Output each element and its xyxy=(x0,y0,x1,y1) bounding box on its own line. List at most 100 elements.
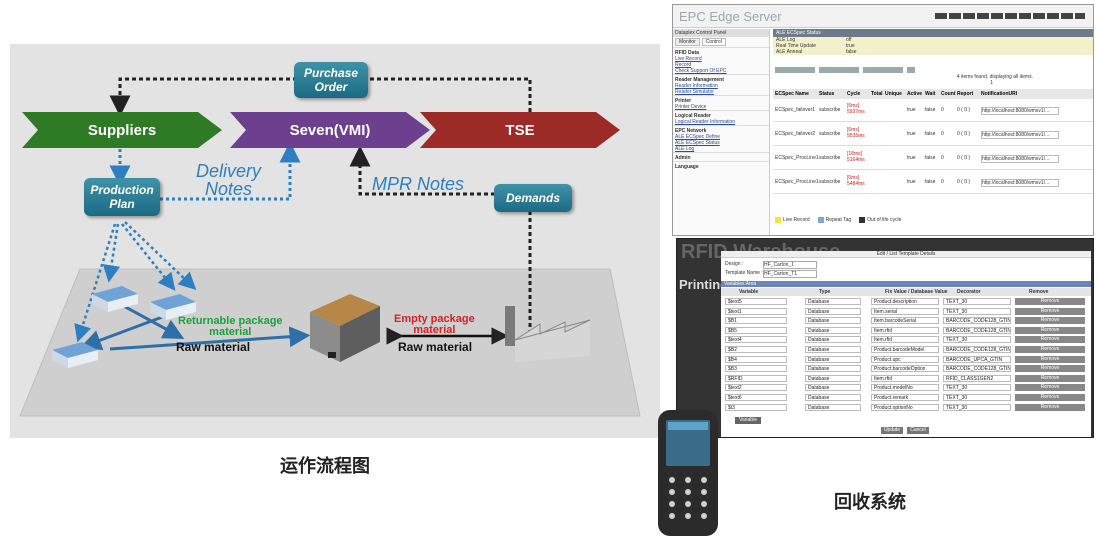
template-cell[interactable]: Product.optionNo xyxy=(871,403,939,411)
template-cell[interactable]: TEXT_30 xyxy=(943,403,1011,411)
epc-table-header xyxy=(773,89,1093,99)
epc-nav-link[interactable]: Reader Simulator xyxy=(675,89,714,95)
epc-nav-link[interactable]: Printer Device xyxy=(675,104,707,110)
template-cell[interactable]: BARCODE_CODE128_GTIN xyxy=(943,326,1011,334)
epc-cell: subscribe xyxy=(819,155,841,161)
remove-button[interactable]: Remove xyxy=(1015,355,1085,363)
template-cell[interactable]: Database xyxy=(805,317,861,325)
remove-button[interactable]: Remove xyxy=(1015,384,1085,392)
template-cell[interactable]: Item.rfid xyxy=(871,374,939,382)
template-cell[interactable]: $text4 xyxy=(725,336,787,344)
epc-cell: subscribe xyxy=(819,131,841,137)
epc-cell[interactable]: http://localhost:8080/wmsv1/... xyxy=(981,131,1059,139)
template-cell[interactable]: Database xyxy=(805,307,861,315)
remove-button[interactable]: Remove xyxy=(1015,346,1085,353)
template-cell[interactable]: $B1 xyxy=(725,317,787,325)
template-cell[interactable]: Item.rfid xyxy=(871,326,939,334)
template-cell[interactable]: $RFID xyxy=(725,374,787,382)
template-cell[interactable]: $B4 xyxy=(725,355,787,363)
epc-nav-link[interactable]: Logical Reader Information xyxy=(675,119,736,125)
template-cell[interactable]: BARCODE_CODE128_GTIN xyxy=(943,346,1011,353)
template-cell[interactable]: BARCODE_CODE128_GTIN xyxy=(943,317,1011,325)
template-cell[interactable]: TEXT_30 xyxy=(943,298,1011,305)
epc-nav-link[interactable]: Record xyxy=(675,62,692,68)
template-row: $B4 Database Product.upc BARCODE_UPCA_GTIN R… xyxy=(721,355,1091,364)
template-cell[interactable]: TEXT_30 xyxy=(943,384,1011,392)
template-cell[interactable]: Database xyxy=(805,374,861,382)
demands-badge: Demands xyxy=(494,184,572,212)
template-cell[interactable]: Item.rfid xyxy=(871,336,939,344)
epc-cell[interactable]: http://localhost:8080/wmsv1/... xyxy=(981,179,1059,187)
template-cell[interactable]: Product.modelNo xyxy=(871,384,939,392)
template-cell[interactable]: Product.barcodeOption xyxy=(871,365,939,373)
epc-nav-section-heading: EPC Network xyxy=(673,125,769,134)
template-cell[interactable]: Database xyxy=(805,326,861,334)
remove-button[interactable]: Remove xyxy=(1015,298,1085,305)
template-cell[interactable]: Database xyxy=(805,365,861,373)
template-cell[interactable]: Database xyxy=(805,355,861,363)
cancel-button[interactable]: Cancel xyxy=(907,427,929,434)
template-cell[interactable]: $text5 xyxy=(725,298,787,305)
template-cell[interactable]: Database xyxy=(805,298,861,305)
remove-button[interactable]: Remove xyxy=(1015,394,1085,401)
epc-status-key: Real Time Update xyxy=(776,43,817,49)
template-cell[interactable]: Product.description xyxy=(871,298,939,305)
design-select[interactable]: HF_Carton_1 xyxy=(763,261,817,269)
template-cell[interactable]: Database xyxy=(805,384,861,392)
add-variable-button[interactable]: Variable xyxy=(735,417,761,424)
template-cell[interactable]: $text2 xyxy=(725,384,787,392)
epc-column-header: Status xyxy=(819,91,835,97)
epc-nav-link[interactable]: Check Support Of EPC xyxy=(675,68,727,74)
template-cell[interactable]: Item.barcodeSerial xyxy=(871,317,939,325)
template-cell[interactable]: Product.remark xyxy=(871,394,939,401)
template-cell[interactable]: Product.barcodeModel xyxy=(871,346,939,353)
remove-button[interactable]: Remove xyxy=(1015,336,1085,344)
remove-button[interactable]: Remove xyxy=(1015,326,1085,334)
epc-nav-link[interactable]: Live Record xyxy=(675,56,702,62)
template-cell[interactable]: TEXT_30 xyxy=(943,394,1011,401)
template-cell[interactable]: TEXT_30 xyxy=(943,336,1011,344)
epc-cell: ECSpec_ProcLine1 xyxy=(775,155,819,161)
epc-nav-link[interactable]: ALE ECSpec Define xyxy=(675,134,721,140)
epc-cell: true xyxy=(907,131,916,137)
template-cell[interactable]: $B2 xyxy=(725,346,787,353)
tab-control[interactable]: Control xyxy=(701,38,726,46)
remove-button[interactable]: Remove xyxy=(1015,317,1085,325)
template-cell[interactable]: RFID_CLASS1GEN2 xyxy=(943,374,1011,382)
remove-button[interactable]: Remove xyxy=(1015,365,1085,373)
remove-button[interactable]: Remove xyxy=(1015,374,1085,382)
template-cell[interactable]: BARCODE_UPCA_GTIN xyxy=(943,355,1011,363)
template-cell[interactable]: Database xyxy=(805,394,861,401)
epc-cell: ECSpec_failover2 xyxy=(775,131,816,137)
template-cell[interactable]: $text1 xyxy=(725,307,787,315)
template-cell[interactable]: Database xyxy=(805,336,861,344)
epc-page-number[interactable]: 1 xyxy=(990,80,993,86)
tab-monitor[interactable]: Monitor xyxy=(675,38,700,46)
epc-nav-link[interactable]: ALE ECSpec Status xyxy=(675,140,720,146)
template-cell[interactable]: Item.serial xyxy=(871,307,939,315)
remove-button[interactable]: Remove xyxy=(1015,307,1085,315)
template-cell[interactable]: Database xyxy=(805,346,861,353)
template-cell[interactable]: $B3 xyxy=(725,365,787,373)
template-cell[interactable]: $text6 xyxy=(725,394,787,401)
template-cell[interactable]: Database xyxy=(805,403,861,411)
epc-nav-link[interactable]: ALE Log xyxy=(675,146,695,152)
remove-button[interactable]: Remove xyxy=(1015,403,1085,411)
epc-cell[interactable]: http://localhost:8080/wmsv1/... xyxy=(981,107,1059,115)
template-cell[interactable]: $B5 xyxy=(725,326,787,334)
template-cell[interactable]: $t3 xyxy=(725,403,787,411)
template-name-input[interactable]: HF_Carton_T1 xyxy=(763,270,817,278)
template-cell[interactable]: TEXT_30 xyxy=(943,307,1011,315)
epc-nav-link[interactable]: Reader Information xyxy=(675,83,718,89)
epc-cell[interactable]: http://localhost:8080/wmsv1/... xyxy=(981,155,1059,163)
template-cell[interactable]: Product.upc xyxy=(871,355,939,363)
epc-nav-section-heading: RFID Data xyxy=(673,47,769,56)
template-cell[interactable]: BARCODE_CODE128_GTIN xyxy=(943,365,1011,373)
update-button[interactable]: Update xyxy=(881,427,903,434)
epc-action-buttons[interactable] xyxy=(775,67,915,73)
